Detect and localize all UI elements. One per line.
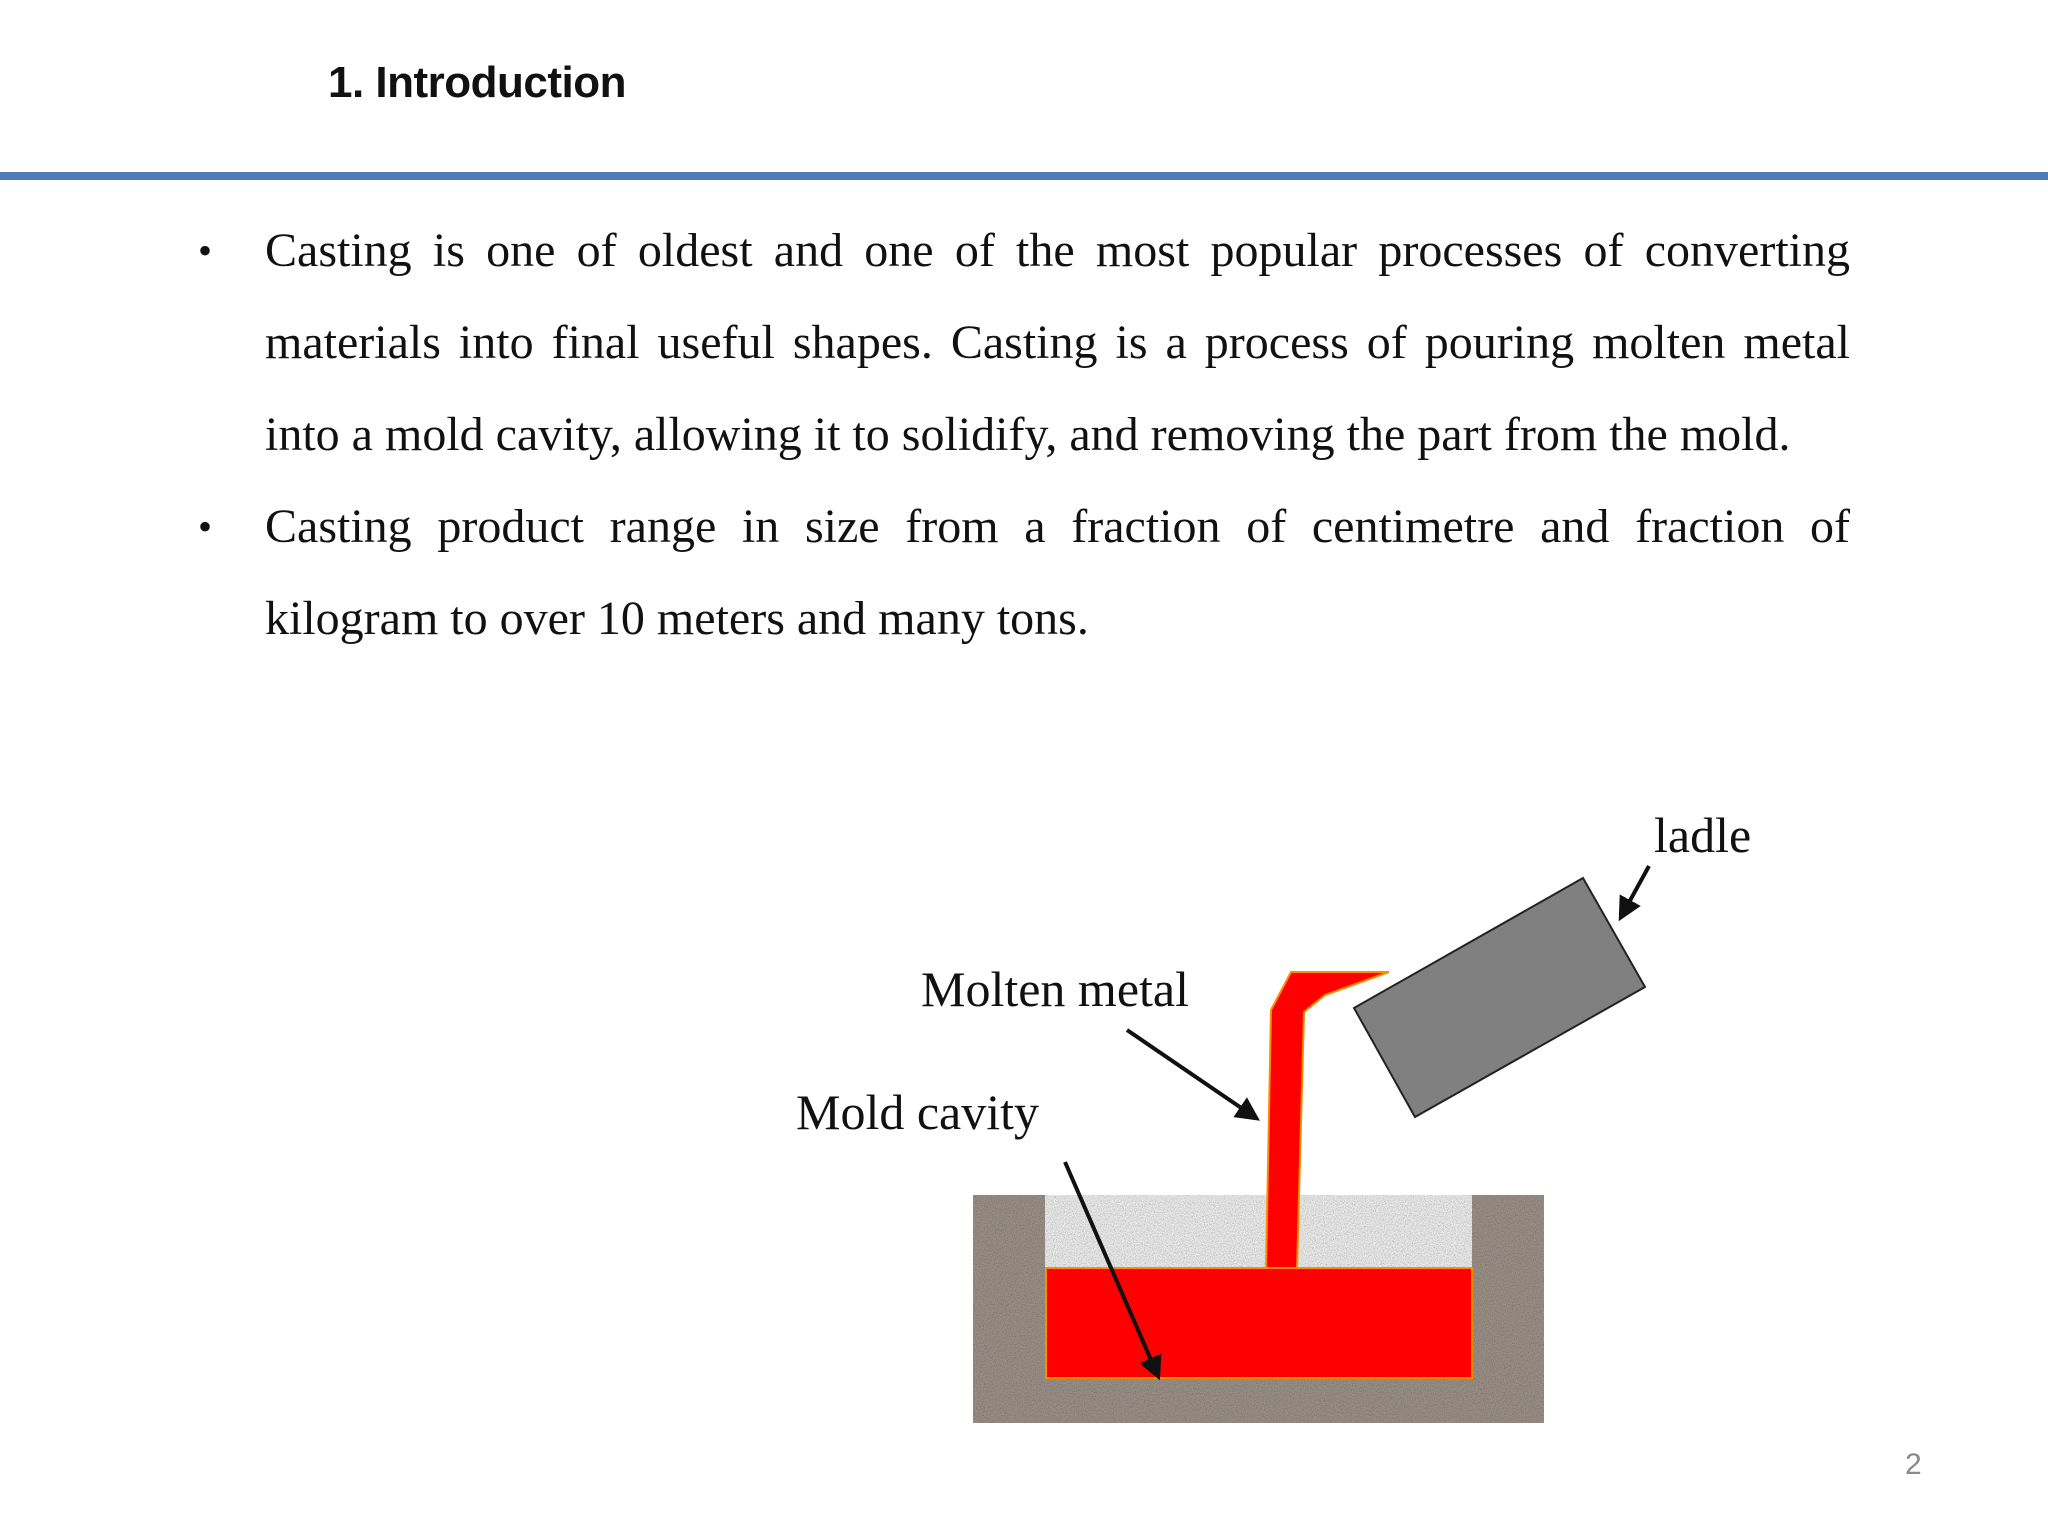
bullet-item: • Casting product range in size from a f…: [190, 481, 1850, 665]
sand-mold: [973, 1195, 1544, 1423]
ladle-label: ladle: [1654, 807, 1751, 863]
bullet-icon: •: [198, 228, 213, 273]
bullet-list: • Casting is one of oldest and one of th…: [190, 205, 1850, 665]
ladle-shape: [1352, 876, 1647, 1119]
molten-metal-label: Molten metal: [921, 961, 1189, 1017]
bullet-item: • Casting is one of oldest and one of th…: [190, 205, 1850, 481]
title-rule: [0, 172, 2048, 180]
mold-cavity-metal: [1045, 1267, 1473, 1379]
bullet-text: Casting is one of oldest and one of the …: [265, 224, 1850, 461]
bullet-icon: •: [198, 504, 213, 549]
page-number: 2: [1905, 1448, 1922, 1481]
mold-cavity-label: Mold cavity: [796, 1084, 1039, 1140]
bullet-text: Casting product range in size from a fra…: [265, 500, 1850, 645]
ladle-arrow: [1618, 865, 1651, 922]
molten-metal-stream: [1264, 971, 1390, 1269]
mold-cavity-arrow: [1063, 1161, 1162, 1381]
slide-title: 1. Introduction: [328, 58, 627, 107]
molten-metal-arrow: [1125, 1028, 1260, 1121]
